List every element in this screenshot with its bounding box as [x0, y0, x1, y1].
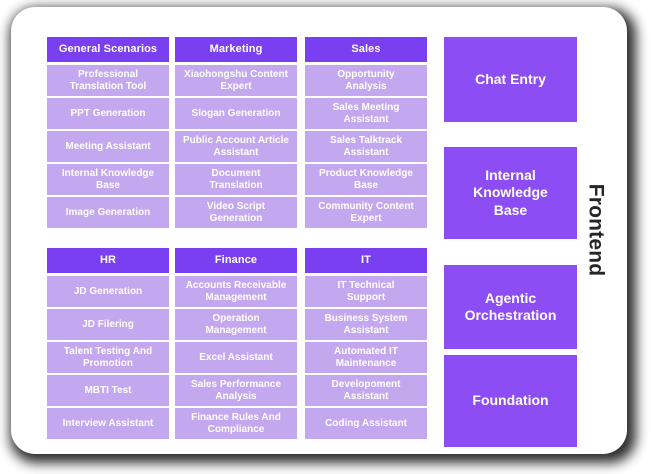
scenario-item[interactable]: Opportunity Analysis	[305, 65, 427, 96]
category-block-marketing: Marketing Xiaohongshu Content Expert Slo…	[175, 37, 297, 230]
category-block-hr: HR JD Generation JD Filering Talent Test…	[47, 248, 169, 441]
category-block-general-scenarios: General Scenarios Professional Translati…	[47, 37, 169, 230]
scenario-item[interactable]: Video Script Generation	[175, 197, 297, 228]
scenario-item[interactable]: Automated IT Maintenance	[305, 342, 427, 373]
category-header-hr[interactable]: HR	[47, 248, 169, 273]
category-header-finance[interactable]: Finance	[175, 248, 297, 273]
frontend-side-label: Frontend	[578, 150, 612, 310]
diagram-card: General Scenarios Professional Translati…	[11, 7, 627, 454]
scenario-item[interactable]: Meeting Assistant	[47, 131, 169, 162]
layer-foundation[interactable]: Foundation	[444, 355, 577, 447]
platform-layer-stack: Chat Entry Internal Knowledge Base Agent…	[444, 37, 577, 447]
category-header-marketing[interactable]: Marketing	[175, 37, 297, 62]
category-block-it: IT IT Technical Support Business System …	[305, 248, 427, 441]
scenario-item[interactable]: Sales Performance Analysis	[175, 375, 297, 406]
scenario-item[interactable]: Public Account Article Assistant	[175, 131, 297, 162]
scenario-item[interactable]: Image Generation	[47, 197, 169, 228]
scenario-item[interactable]: IT Technical Support	[305, 276, 427, 307]
scenario-item[interactable]: Business System Assistant	[305, 309, 427, 340]
scenario-item[interactable]: Talent Testing And Promotion	[47, 342, 169, 373]
scenario-item[interactable]: MBTI Test	[47, 375, 169, 406]
scenario-item[interactable]: Finance Rules And Compliance	[175, 408, 297, 439]
scenario-item[interactable]: Interview Assistant	[47, 408, 169, 439]
category-header-it[interactable]: IT	[305, 248, 427, 273]
scenario-item[interactable]: Community Content Expert	[305, 197, 427, 228]
scenario-item[interactable]: Developoment Assistant	[305, 375, 427, 406]
scenario-item[interactable]: Document Translation	[175, 164, 297, 195]
scenario-item[interactable]: Accounts Receivable Management	[175, 276, 297, 307]
scenario-item[interactable]: Sales Meeting Assistant	[305, 98, 427, 129]
category-header-sales[interactable]: Sales	[305, 37, 427, 62]
scenario-item[interactable]: PPT Generation	[47, 98, 169, 129]
scenario-item[interactable]: Sales Talktrack Assistant	[305, 131, 427, 162]
category-header-general-scenarios[interactable]: General Scenarios	[47, 37, 169, 62]
frontend-label-text: Frontend	[584, 183, 607, 277]
layer-chat-entry[interactable]: Chat Entry	[444, 37, 577, 122]
scenario-item[interactable]: Slogan Generation	[175, 98, 297, 129]
scenario-item[interactable]: Excel Assistant	[175, 342, 297, 373]
scenario-item[interactable]: Professional Translation Tool	[47, 65, 169, 96]
scenario-item[interactable]: Coding Assistant	[305, 408, 427, 439]
scenario-item[interactable]: Xiaohongshu Content Expert	[175, 65, 297, 96]
scenario-item[interactable]: Internal Knowledge Base	[47, 164, 169, 195]
scenario-item[interactable]: Product Knowledge Base	[305, 164, 427, 195]
category-block-sales: Sales Opportunity Analysis Sales Meeting…	[305, 37, 427, 230]
scenario-item[interactable]: JD Generation	[47, 276, 169, 307]
scenario-item[interactable]: JD Filering	[47, 309, 169, 340]
category-block-finance: Finance Accounts Receivable Management O…	[175, 248, 297, 441]
layer-agentic-orchestration[interactable]: Agentic Orchestration	[444, 265, 577, 349]
scenario-grid: General Scenarios Professional Translati…	[47, 37, 427, 441]
layer-internal-knowledge-base[interactable]: Internal Knowledge Base	[444, 147, 577, 239]
scenario-item[interactable]: Operation Management	[175, 309, 297, 340]
